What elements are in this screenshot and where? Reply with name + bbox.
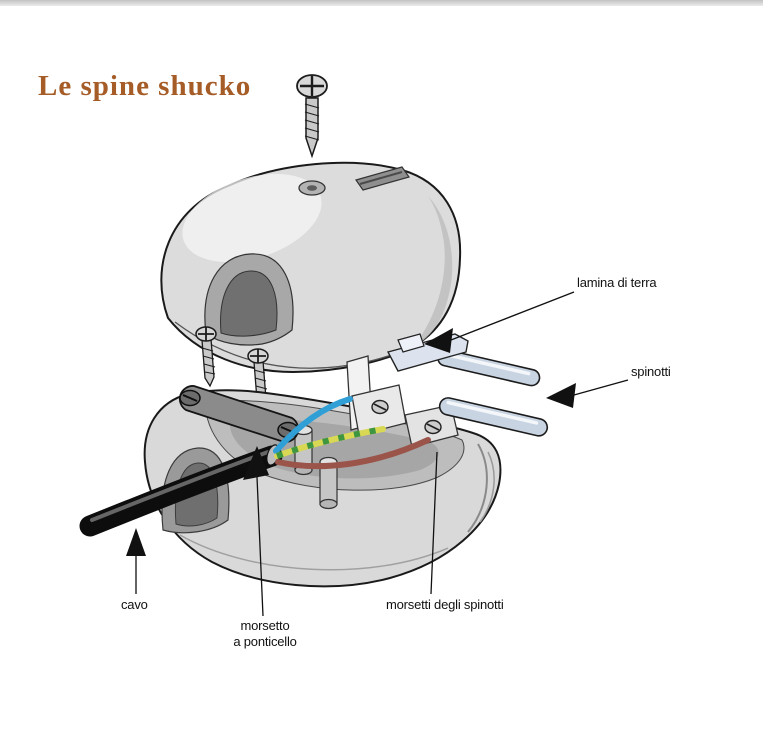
label-spinotti: spinotti: [631, 364, 671, 379]
pin-terminal-screws: [371, 399, 442, 435]
scan-top-edge: [0, 0, 763, 6]
arrow-lamina: [424, 328, 453, 353]
leader-spinotti: [573, 379, 629, 396]
arrow-spinotti: [546, 383, 576, 408]
arrow-morsetto: [243, 446, 269, 480]
leader-morsetti: [430, 451, 438, 595]
label-lamina-di-terra: lamina di terra: [577, 275, 657, 290]
leader-arrowheads: [126, 328, 576, 556]
arrow-cavo: [126, 528, 146, 556]
label-morsetto-a-ponticello: morsetto a ponticello: [233, 618, 297, 650]
page-title: Le spine shucko: [38, 70, 252, 102]
label-morsetti-degli-spinotti: morsetti degli spinotti: [386, 597, 504, 612]
leader-lines: [135, 291, 629, 617]
top-screw: [296, 74, 328, 159]
wires: [273, 396, 431, 470]
wire-blue: [273, 396, 353, 454]
pin-lower: [438, 397, 549, 437]
top-shell: [160, 161, 462, 374]
leader-lamina: [450, 291, 575, 341]
label-cavo: cavo: [121, 597, 148, 612]
wire-brown: [275, 437, 431, 470]
leader-morsetto: [256, 476, 264, 617]
assembly-screw-left: [195, 326, 217, 388]
